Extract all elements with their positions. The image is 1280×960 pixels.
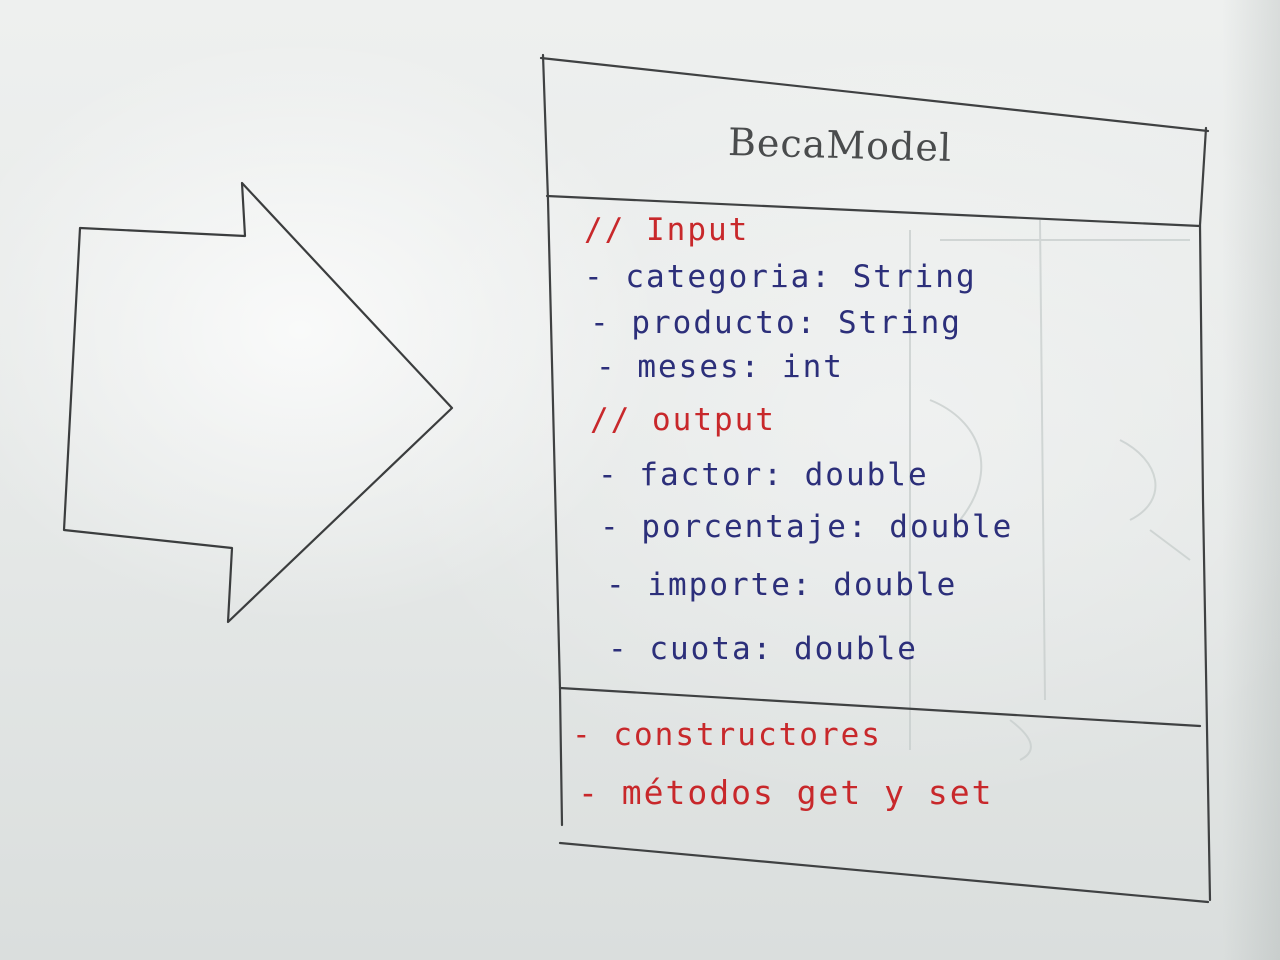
class-name: BecaModel [727,120,953,170]
attribute-porcentaje: - porcentaje: double [600,509,1014,545]
whiteboard-edge-shadow [1222,0,1280,960]
class-box [539,53,1212,904]
class-box-bottom-edge [558,841,1210,904]
method-constructores: - constructores [572,717,882,753]
method-getters-setters: - métodos get y set [578,773,994,812]
attribute-importe: - importe: double [606,567,958,603]
attributes-divider [558,686,1202,728]
attribute-meses: - meses: int [596,349,844,385]
erased-marks [909,219,1191,761]
class-box-top-edge [539,56,1210,133]
class-box-left-edge [541,53,564,827]
title-divider [545,194,1202,228]
class-box-right-edge [1198,126,1212,902]
attribute-producto: - producto: String [590,305,962,341]
attribute-factor: - factor: double [598,457,929,493]
attribute-cuota: - cuota: double [608,631,918,667]
attribute-categoria: - categoria: String [584,259,977,295]
input-comment: // Input [584,212,750,248]
right-arrow-shape [62,181,454,624]
output-comment: // output [590,402,776,438]
